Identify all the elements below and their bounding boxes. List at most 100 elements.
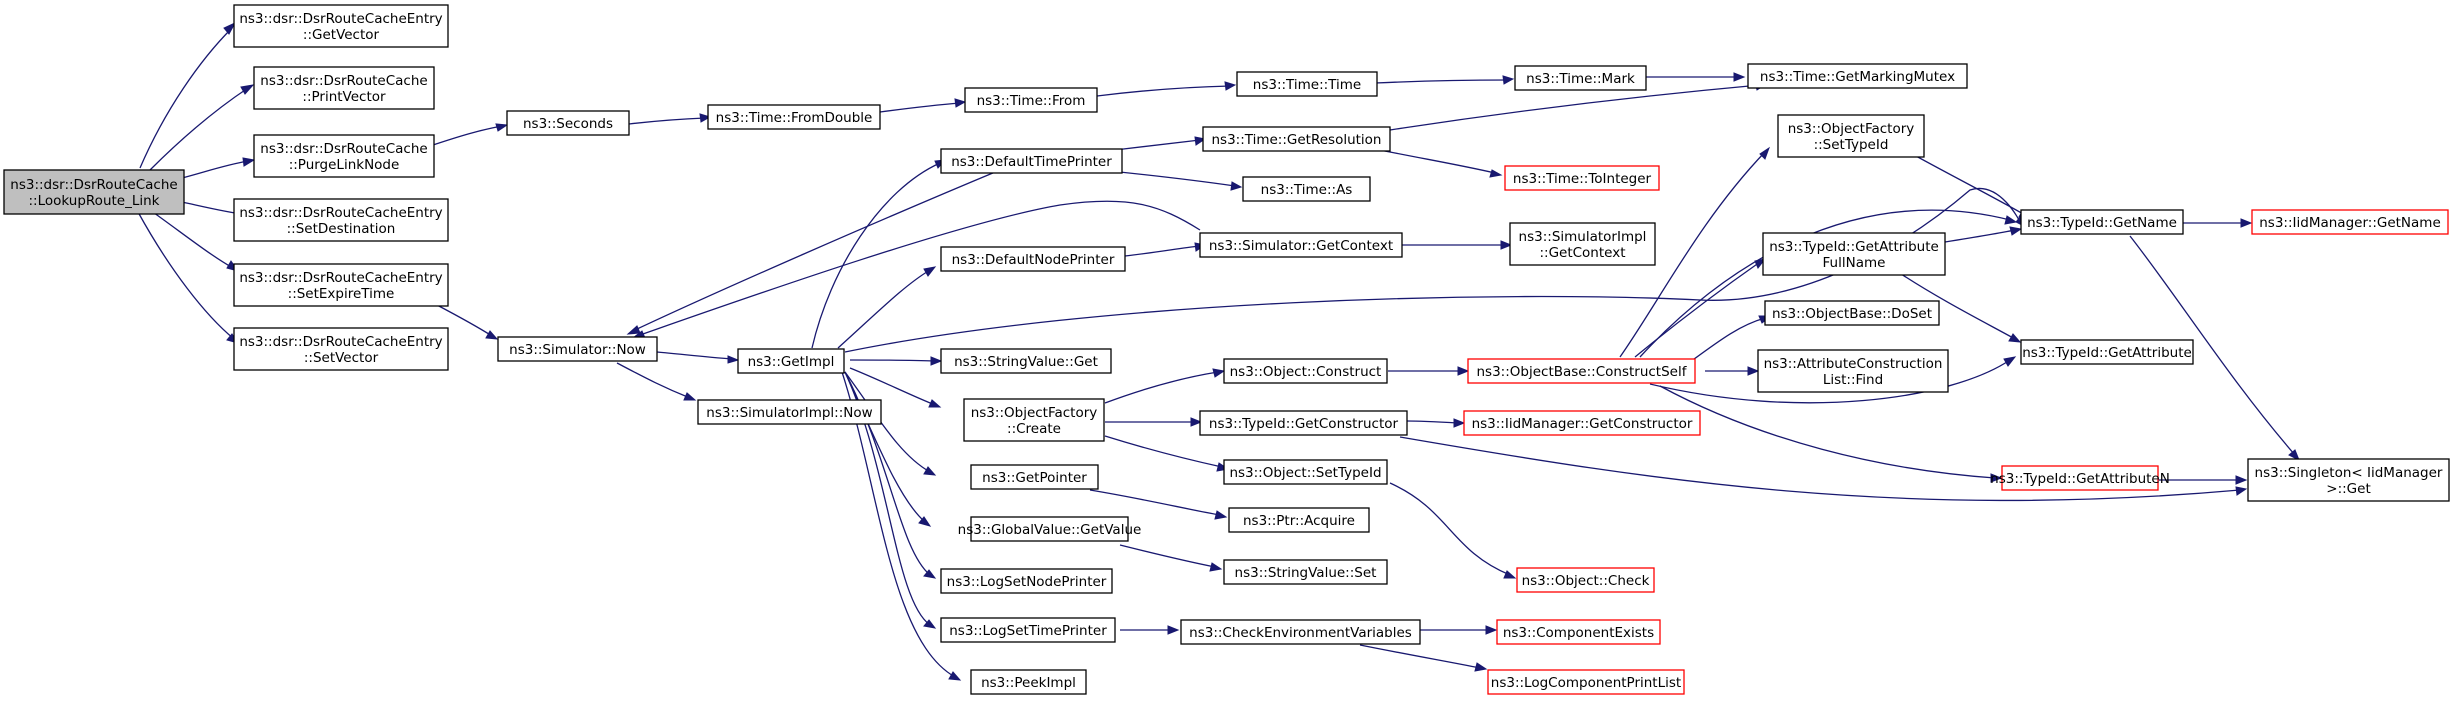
node-n-iidgetname[interactable]: ns3::IidManager::GetName <box>2251 209 2449 235</box>
node-label: ns3::dsr::DsrRouteCache <box>10 177 177 193</box>
node-n-setvector[interactable]: ns3::dsr::DsrRouteCacheEntry::SetVector <box>233 327 449 371</box>
node-n-getpointer[interactable]: ns3::GetPointer <box>970 464 1099 490</box>
node-n-ptracquire[interactable]: ns3::Ptr::Acquire <box>1228 507 1370 533</box>
node-n-logcompprint[interactable]: ns3::LogComponentPrintList <box>1487 669 1685 695</box>
node-n-objfactcreate[interactable]: ns3::ObjectFactory::Create <box>963 398 1105 442</box>
node-box <box>964 87 1098 113</box>
node-n-setdest[interactable]: ns3::dsr::DsrRouteCacheEntry::SetDestina… <box>233 198 449 242</box>
node-n-gvgetvalue[interactable]: ns3::GlobalValue::GetValue <box>958 516 1142 542</box>
node-n-tidgetname[interactable]: ns3::TypeId::GetName <box>2020 209 2184 235</box>
node-n-simgetctx[interactable]: ns3::Simulator::GetContext <box>1199 232 1403 258</box>
node-box <box>940 617 1116 643</box>
node-n-simimplnow[interactable]: ns3::SimulatorImpl::Now <box>697 399 882 425</box>
node-n-timetoint[interactable]: ns3::Time::ToInteger <box>1504 165 1660 191</box>
node-n-iidgetctor[interactable]: ns3::IidManager::GetConstructor <box>1463 410 1701 436</box>
node-label: ns3::StringValue::Set <box>1235 565 1377 581</box>
node-n-setexpire[interactable]: ns3::dsr::DsrRouteCacheEntry::SetExpireT… <box>233 263 449 307</box>
node-label: ns3::LogComponentPrintList <box>1491 675 1681 691</box>
node-n-deftimeprinter[interactable]: ns3::DefaultTimePrinter <box>940 148 1123 174</box>
node-n-logsettime[interactable]: ns3::LogSetTimePrinter <box>940 617 1116 643</box>
node-box <box>2001 465 2159 491</box>
node-n-timeas[interactable]: ns3::Time::As <box>1242 176 1371 202</box>
node-box <box>737 348 845 374</box>
node-label: ns3::Time::GetMarkingMutex <box>1760 69 1955 85</box>
node-n-compexists[interactable]: ns3::ComponentExists <box>1496 619 1661 645</box>
node-box <box>963 398 1105 442</box>
node-n-timetime[interactable]: ns3::Time::Time <box>1236 71 1378 97</box>
node-box <box>233 198 449 242</box>
node-n-checkenv[interactable]: ns3::CheckEnvironmentVariables <box>1180 619 1421 645</box>
edge-gvgetvalue-to-strvalset <box>1119 544 1223 572</box>
node-n-tidgetattr[interactable]: ns3::TypeId::GetAttribute <box>2020 339 2194 365</box>
node-box <box>1777 114 1925 158</box>
node-label: ns3::TypeId::GetName <box>2027 215 2177 231</box>
node-label: ns3::dsr::DsrRouteCache <box>260 141 427 157</box>
node-box <box>1223 459 1388 485</box>
node-n-strvalset[interactable]: ns3::StringValue::Set <box>1223 559 1388 585</box>
node-label: ns3::DefaultTimePrinter <box>951 154 1112 170</box>
node-n-timefrom[interactable]: ns3::Time::From <box>964 87 1098 113</box>
node-label: ns3::Time::ToInteger <box>1513 171 1652 187</box>
edge-logsettime-to-checkenv <box>1120 625 1180 635</box>
node-label: FullName <box>1823 255 1886 271</box>
node-n-printvector[interactable]: ns3::dsr::DsrRouteCache::PrintVector <box>253 66 435 110</box>
node-n-getvector[interactable]: ns3::dsr::DsrRouteCacheEntry::GetVector <box>233 4 449 48</box>
node-n-defnodeprinter[interactable]: ns3::DefaultNodePrinter <box>940 246 1126 272</box>
node-n-peekimpl[interactable]: ns3::PeekImpl <box>970 669 1087 695</box>
node-n-timemark[interactable]: ns3::Time::Mark <box>1514 65 1647 91</box>
edge-simnow-to-getimpl <box>656 351 740 364</box>
node-n-objfactsettid[interactable]: ns3::ObjectFactory::SetTypeId <box>1777 114 1925 158</box>
node-n-seconds[interactable]: ns3::Seconds <box>506 110 630 136</box>
node-label: ::Create <box>1007 421 1061 437</box>
node-n-getmarkingmutex[interactable]: ns3::Time::GetMarkingMutex <box>1747 63 1968 89</box>
node-n-fromdouble[interactable]: ns3::Time::FromDouble <box>707 104 881 130</box>
edge-getimpl-to-strvalget <box>849 356 943 366</box>
node-box <box>1199 232 1403 258</box>
node-label: ns3::ObjectFactory <box>1788 121 1915 137</box>
edge-purgelink-to-seconds <box>429 123 509 147</box>
nodes: ns3::dsr::DsrRouteCache::LookupRoute_Lin… <box>3 4 2450 695</box>
edge-tidgetattrfull-to-tidgetattr <box>1894 269 2022 343</box>
node-label: ns3::IidManager::GetConstructor <box>1472 416 1693 432</box>
node-box <box>497 336 658 362</box>
node-n-simnow[interactable]: ns3::Simulator::Now <box>497 336 658 362</box>
edge-objbaseconstruct-to-objfactsettid <box>1619 146 1770 358</box>
node-box <box>1747 63 1968 89</box>
node-n-objbaseconstruct[interactable]: ns3::ObjectBase::ConstructSelf <box>1467 358 1696 384</box>
edge-root-to-printvector <box>149 84 255 171</box>
node-box <box>2251 209 2449 235</box>
node-label: ns3::SimulatorImpl::Now <box>706 405 872 421</box>
edge-simgetctx-to-simimplgetctx <box>1400 240 1513 250</box>
node-n-objsettid[interactable]: ns3::Object::SetTypeId <box>1223 459 1388 485</box>
node-n-objconstruct[interactable]: ns3::Object::Construct <box>1223 358 1388 384</box>
node-label: ns3::Time::As <box>1261 182 1353 198</box>
node-n-simimplgetctx[interactable]: ns3::SimulatorImpl::GetContext <box>1509 222 1656 266</box>
node-n-getimpl[interactable]: ns3::GetImpl <box>737 348 845 374</box>
node-n-strvalget[interactable]: ns3::StringValue::Get <box>940 348 1112 374</box>
node-n-objbasedoset[interactable]: ns3::ObjectBase::DoSet <box>1764 300 1940 326</box>
node-n-tidgetattrn[interactable]: ns3::TypeId::GetAttributeN <box>1990 465 2170 491</box>
node-n-objcheck[interactable]: ns3::Object::Check <box>1516 567 1655 593</box>
node-label: ::GetVector <box>303 27 380 43</box>
node-label: ns3::Time::FromDouble <box>716 110 873 126</box>
edge-objbaseconstruct-to-tidgetname <box>1639 209 2018 358</box>
node-label: ns3::dsr::DsrRouteCacheEntry <box>239 270 442 286</box>
node-box <box>253 134 435 178</box>
node-n-singletonget[interactable]: ns3::Singleton< IidManager >::Get <box>2247 458 2450 502</box>
node-box <box>940 246 1126 272</box>
edge-getimpl-to-getpointer <box>844 371 937 476</box>
node-n-tidgetctor[interactable]: ns3::TypeId::GetConstructor <box>1199 410 1408 436</box>
node-n-logsetnode[interactable]: ns3::LogSetNodePrinter <box>940 568 1113 594</box>
node-n-purgelink[interactable]: ns3::dsr::DsrRouteCache::PurgeLinkNode <box>253 134 435 178</box>
node-label: ns3::LogSetNodePrinter <box>947 574 1107 590</box>
node-box <box>1509 222 1656 266</box>
node-box <box>1762 232 1946 276</box>
node-label: ns3::Ptr::Acquire <box>1243 513 1355 529</box>
node-label: ns3::Singleton< IidManager <box>2255 465 2443 481</box>
node-label: List::Find <box>1823 372 1883 388</box>
node-box <box>697 399 882 425</box>
node-n-getres[interactable]: ns3::Time::GetResolution <box>1202 126 1391 152</box>
node-root[interactable]: ns3::dsr::DsrRouteCache::LookupRoute_Lin… <box>3 169 185 215</box>
